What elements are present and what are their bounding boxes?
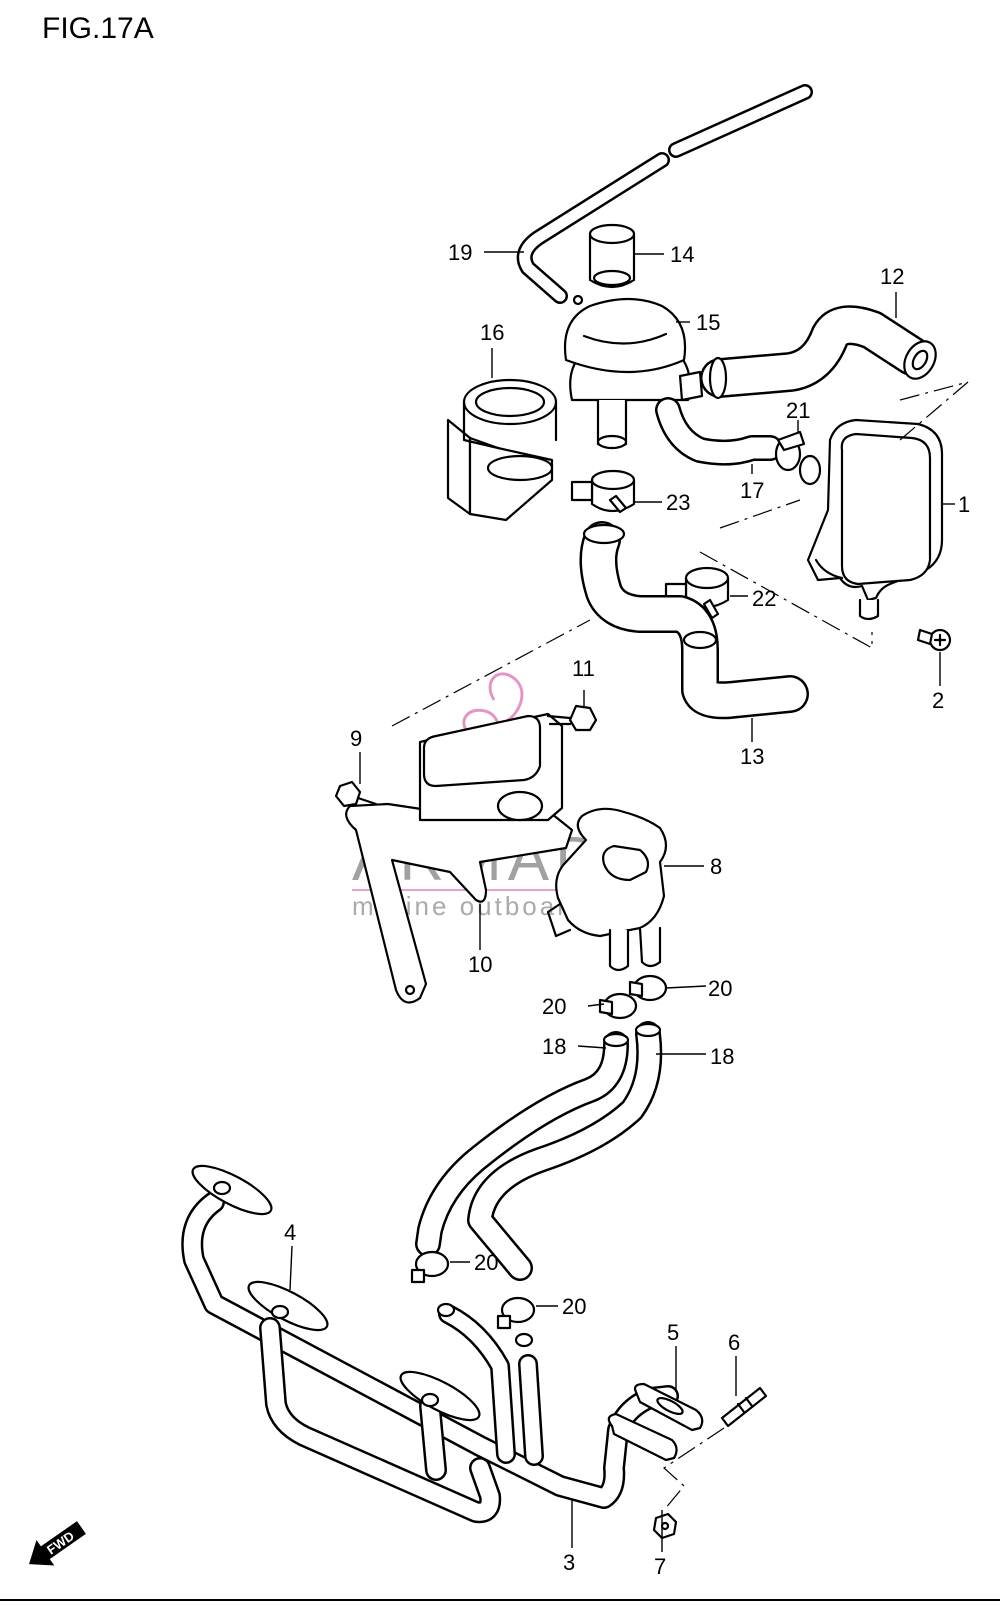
callout-20-lower-right: 20: [562, 1294, 586, 1319]
part-13-hose: [579, 521, 809, 720]
part-9-bolt: [334, 780, 378, 808]
part-6-stud: [720, 1386, 768, 1428]
part-1-canister: [806, 418, 944, 621]
part-20-clamp-d: [496, 1296, 536, 1330]
part-14-cap: [588, 223, 636, 289]
callout-4: 4: [284, 1220, 296, 1245]
part-20-clamp-c: [410, 1250, 450, 1284]
fwd-direction-badge: FWD: [29, 1521, 86, 1566]
part-2-screw: [916, 628, 952, 652]
callout-20-upper-left: 20: [542, 994, 566, 1019]
part-17-hose: [655, 397, 783, 466]
callout-18-left: 18: [542, 1034, 566, 1059]
part-7-nut: [652, 1512, 678, 1540]
callout-20-lower-left: 20: [474, 1250, 498, 1275]
callout-6: 6: [728, 1330, 740, 1355]
part-3-flange: [607, 1412, 678, 1462]
callout-9: 9: [350, 726, 362, 751]
part-15-check-valve: [564, 294, 704, 450]
leader-lines: [289, 251, 955, 1552]
callout-15: 15: [696, 310, 720, 335]
callout-1: 1: [958, 492, 970, 517]
assembly-lines-lower: [663, 1427, 725, 1511]
callout-5: 5: [667, 1320, 679, 1345]
callout-22: 22: [752, 586, 776, 611]
fwd-arrow-icon: [29, 1521, 86, 1566]
callout-12: 12: [880, 264, 904, 289]
part-20-clamp-b: [598, 992, 638, 1020]
part-21-clamp: [774, 430, 822, 486]
callout-19: 19: [448, 240, 472, 265]
callout-13: 13: [740, 744, 764, 769]
callout-14: 14: [670, 242, 694, 267]
part-23-clamp: [570, 469, 636, 514]
callout-8: 8: [710, 854, 722, 879]
part-18-hoses: [415, 1021, 663, 1281]
part-19-hose: [516, 84, 813, 304]
assembly-lines-upper: [391, 381, 969, 727]
callout-23: 23: [666, 490, 690, 515]
callout-21: 21: [786, 398, 810, 423]
callout-2: 2: [932, 688, 944, 713]
part-3-pipe-assembly: [181, 1191, 679, 1524]
part-4-plate-lower: [399, 1370, 481, 1422]
callout-3: 3: [563, 1550, 575, 1575]
part-16-holder: [446, 378, 558, 522]
callout-20-upper-right: 20: [708, 976, 732, 1001]
callout-18-right: 18: [710, 1044, 734, 1069]
part-11-bolt: [546, 704, 598, 732]
callout-labels: 1 2 3 4 5 6 7 8 9 10 11 12 13 14 15 16 1…: [284, 240, 970, 1579]
part-4-plate-middle: [247, 1280, 329, 1332]
part-20-clamp-a: [628, 974, 668, 1002]
callout-7: 7: [654, 1554, 666, 1579]
part-10-bracket: [345, 712, 574, 1004]
part-12-hose: [700, 305, 937, 400]
callout-16: 16: [480, 320, 504, 345]
part-4-plate-upper: [191, 1164, 273, 1216]
figure-title: FIG.17A: [42, 12, 154, 45]
callout-10: 10: [468, 952, 492, 977]
callout-11: 11: [572, 656, 595, 681]
callout-17: 17: [740, 478, 764, 503]
part-5-gasket: [633, 1382, 704, 1432]
part-8-valve-body: [546, 807, 668, 972]
